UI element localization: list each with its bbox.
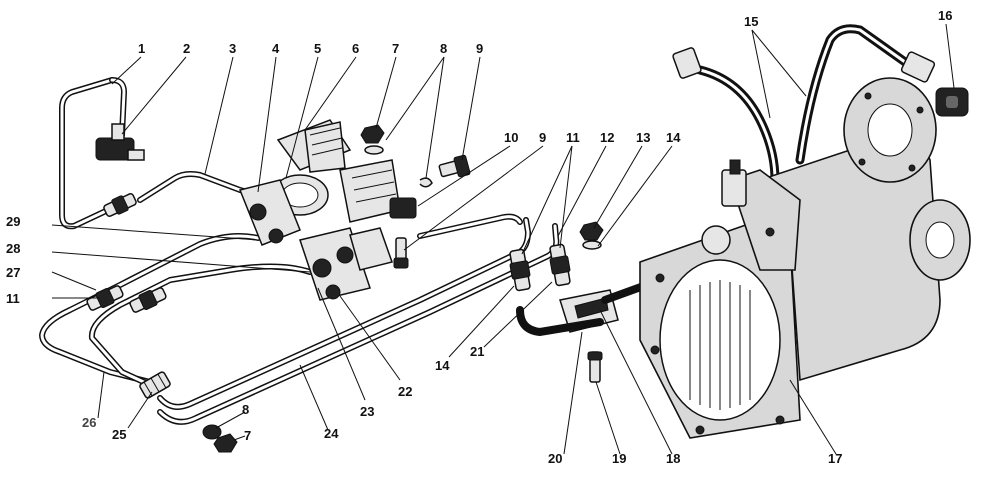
pipe-29 <box>39 233 261 385</box>
callout-28: 28 <box>6 241 20 256</box>
callout-14b: 14 <box>435 358 450 373</box>
callout-17: 17 <box>828 451 842 466</box>
bolt-19 <box>587 351 603 383</box>
bracket-18 <box>516 276 664 337</box>
bolt-9-lower <box>393 237 409 269</box>
callout-8b: 8 <box>242 402 249 417</box>
callout-16: 16 <box>938 8 952 23</box>
callout-25: 25 <box>112 427 126 442</box>
callout-15: 15 <box>744 14 758 29</box>
callout-8a: 8 <box>440 41 447 56</box>
coupling-21a <box>509 248 531 292</box>
fittings <box>86 87 969 453</box>
valve-assembly <box>238 119 417 301</box>
bolt-9-upper <box>438 154 471 178</box>
hoses-15 <box>672 24 936 185</box>
callout-2: 2 <box>183 41 190 56</box>
housing-17 <box>639 77 971 439</box>
nut-7-upper <box>360 124 433 188</box>
callout-7a: 7 <box>392 41 399 56</box>
callout-20: 20 <box>548 451 562 466</box>
pipe-3 <box>137 171 265 203</box>
pipe-28 <box>88 263 313 387</box>
callout-24: 24 <box>324 426 339 441</box>
callout-22: 22 <box>398 384 412 399</box>
nut-7-lower <box>202 424 238 453</box>
coupling-upper <box>103 193 137 217</box>
coupling-27 <box>86 285 124 311</box>
callout-1: 1 <box>138 41 145 56</box>
clip-25 <box>139 371 171 399</box>
callout-12: 12 <box>600 130 614 145</box>
callout-9a: 9 <box>476 41 483 56</box>
callout-9b: 9 <box>539 130 546 145</box>
pipe-24 <box>157 213 560 425</box>
callout-11a: 11 <box>566 130 580 145</box>
callout-3: 3 <box>229 41 236 56</box>
callout-labels: 1 2 3 4 5 6 7 8 9 10 9 11 12 13 14 15 16… <box>6 8 952 466</box>
callout-11b: 11 <box>6 291 20 306</box>
callout-21: 21 <box>470 344 484 359</box>
callout-5: 5 <box>314 41 321 56</box>
nut-13 <box>579 221 604 250</box>
fitting-16 <box>935 87 969 117</box>
leader-lines <box>51 23 955 455</box>
callout-26: 26 <box>82 415 96 430</box>
callout-29: 29 <box>6 214 20 229</box>
callout-10: 10 <box>504 130 518 145</box>
callout-13: 13 <box>636 130 650 145</box>
callout-14a: 14 <box>666 130 681 145</box>
coupling-21b <box>549 243 571 287</box>
switch-2 <box>95 123 145 161</box>
callout-18: 18 <box>666 451 680 466</box>
callout-6: 6 <box>352 41 359 56</box>
callout-4: 4 <box>272 41 280 56</box>
callout-7b: 7 <box>244 428 251 443</box>
callout-23: 23 <box>360 404 374 419</box>
callout-19: 19 <box>612 451 626 466</box>
coupling-28 <box>129 287 167 313</box>
callout-27: 27 <box>6 265 20 280</box>
